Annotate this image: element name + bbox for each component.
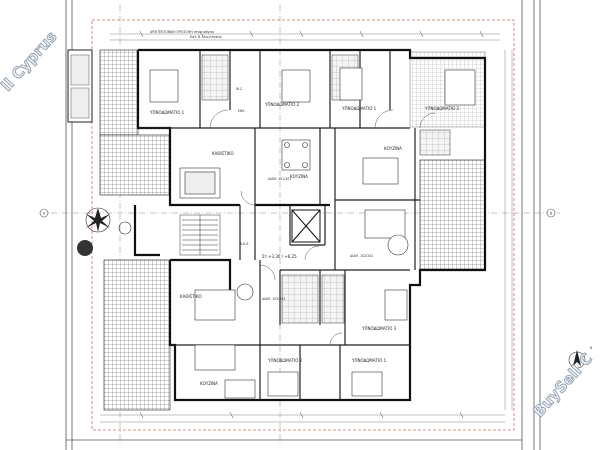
lift-shaft xyxy=(291,209,321,243)
plan-title: ΑΡΧΙΤΕΚΤΟΝΙΚΗ ΠΡΟΣΟΨΗ στον ισόγειο xyxy=(150,30,214,34)
room-label-kitchen-b: ΚΟΥΖΙΝΑ xyxy=(384,146,402,151)
dimension-ticks xyxy=(139,30,484,419)
parking-area xyxy=(67,49,93,123)
room-label-bed4: ΥΠΝΟΔΩΜΑΤΙΟ 2 xyxy=(424,106,460,111)
tree-symbol xyxy=(77,207,132,256)
flat-label-a: ΔΙΑΜ. 101/201 xyxy=(268,177,291,181)
watermark-right-text: BuySell C xyxy=(530,350,596,421)
dimension-lines xyxy=(100,33,513,423)
flat-label-c: ΔΙΑΜ. 103/203 xyxy=(262,297,285,301)
beds xyxy=(149,67,476,397)
grid-label-left: A xyxy=(43,212,46,216)
north-arrow xyxy=(568,350,586,369)
room-label-bed1: ΥΠΝΟΔΩΜΑΤΙΟ 1 xyxy=(149,110,185,115)
room-label-bed2: ΥΠΝΟΔΩΜΑΤΙΟ 2 xyxy=(264,102,300,107)
room-label-storage: A.K.A xyxy=(240,242,249,246)
watermark-right: BuySell C xyxy=(529,349,596,421)
level-label: Στ.+3.30 / +6.25 xyxy=(262,254,297,259)
north-label: B xyxy=(590,346,592,350)
interior-walls xyxy=(138,50,420,400)
room-label-living-a: ΚΑΘΙΣΤΙΚΟ xyxy=(212,151,234,156)
room-label-dining-a: ΚΟΥΖΙΝΑ xyxy=(290,174,308,179)
room-label-kitchen-c: ΚΟΥΖΙΝΑ xyxy=(200,381,218,386)
room-label-living-c: ΚΑΘΙΣΤΙΚΟ xyxy=(180,294,202,299)
grid-label-right: B xyxy=(550,212,552,216)
plan-subtitle: Κατ. Β. Ιδιο-κτησίας xyxy=(190,35,222,39)
watermark-left: ll Cyprus xyxy=(0,27,61,95)
room-label-bed5: ΥΠΝΟΔΩΜΑΤΙΟ 3 xyxy=(361,326,397,331)
room-label-bed6: ΥΠΝΟΔΩΜΑΤΙΟ 2 xyxy=(267,358,303,363)
room-label-wc: W.C. xyxy=(236,87,243,91)
grid-bubble-right xyxy=(546,208,556,218)
door-swings xyxy=(209,109,436,346)
watermark-left-text: ll Cyprus xyxy=(0,28,61,95)
grid-bubble-left xyxy=(39,208,49,218)
room-label-bed7: ΥΠΝΟΔΩΜΑΤΙΟ 1 xyxy=(351,358,387,363)
plot-boundary xyxy=(91,19,515,431)
room-label-bed3: ΥΠΝΟΔΩΜΑΤΙΟ 1 xyxy=(341,106,377,111)
flat-label-b: ΔΙΑΜ. 102/202 xyxy=(350,254,373,258)
room-label-ens: ENS xyxy=(238,109,244,113)
stair-core xyxy=(179,214,221,256)
furniture xyxy=(179,139,409,399)
